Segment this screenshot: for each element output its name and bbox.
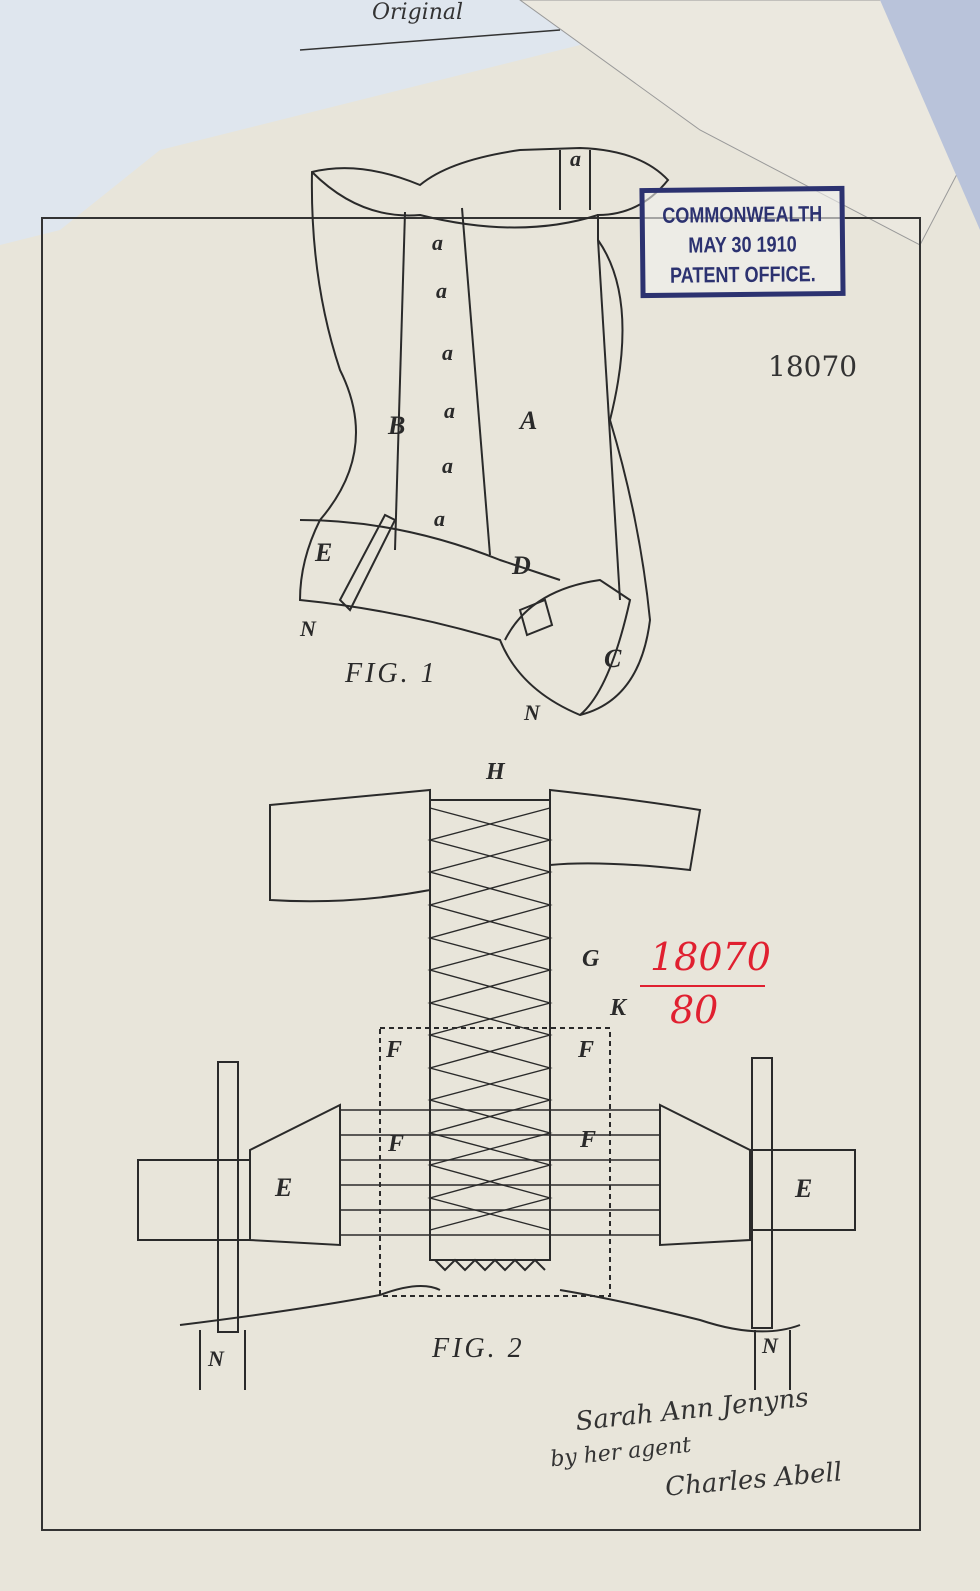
corset-outline bbox=[298, 146, 670, 717]
label-E: E bbox=[315, 538, 333, 567]
label-a: a bbox=[442, 340, 453, 365]
handwritten-title: Original bbox=[372, 0, 464, 25]
label-a: a bbox=[436, 278, 447, 303]
blue-paper-overlay bbox=[0, 0, 600, 245]
label-G: G bbox=[582, 946, 600, 972]
label-a: a bbox=[442, 453, 453, 478]
sheet-border bbox=[41, 217, 921, 1531]
label-a: a bbox=[432, 230, 443, 255]
label-N: N bbox=[208, 1346, 224, 1371]
background-blue bbox=[880, 0, 980, 230]
label-D: D bbox=[512, 551, 531, 580]
label-F: F bbox=[578, 1037, 595, 1063]
fig2-top-left-panel bbox=[269, 788, 431, 903]
lacing bbox=[340, 807, 660, 1236]
label-N: N bbox=[762, 1333, 778, 1358]
label-F: F bbox=[386, 1037, 403, 1063]
label-E: E bbox=[275, 1173, 293, 1202]
label-B: B bbox=[388, 411, 406, 440]
label-N: N bbox=[300, 616, 316, 641]
figure1-caption: FIG. 1 bbox=[345, 658, 438, 689]
label-a: a bbox=[434, 506, 445, 531]
stamp-line1: COMMONWEALTH bbox=[662, 201, 823, 228]
label-H: H bbox=[486, 759, 505, 785]
red-annotation-numerator: 18070 bbox=[650, 935, 771, 979]
label-E: E bbox=[795, 1174, 813, 1203]
label-C: C bbox=[604, 644, 622, 673]
top-right-paper bbox=[519, 0, 980, 246]
red-fraction-bar bbox=[640, 985, 765, 987]
label-N: N bbox=[524, 700, 540, 725]
label-a: a bbox=[570, 146, 581, 171]
label-F: F bbox=[388, 1131, 405, 1157]
patent-office-stamp: COMMONWEALTH MAY 30 1910 PATENT OFFICE. bbox=[639, 185, 846, 299]
label-A: A bbox=[520, 406, 538, 435]
stamp-date: MAY 30 1910 bbox=[688, 231, 797, 258]
label-F: F bbox=[580, 1127, 597, 1153]
label-a: a bbox=[444, 398, 455, 423]
stamp-line3: PATENT OFFICE. bbox=[669, 261, 816, 288]
figure2-caption: FIG. 2 bbox=[432, 1333, 525, 1364]
red-annotation-denominator: 80 bbox=[670, 988, 719, 1032]
patent-number: 18070 bbox=[768, 350, 858, 383]
label-K: K bbox=[610, 995, 627, 1021]
